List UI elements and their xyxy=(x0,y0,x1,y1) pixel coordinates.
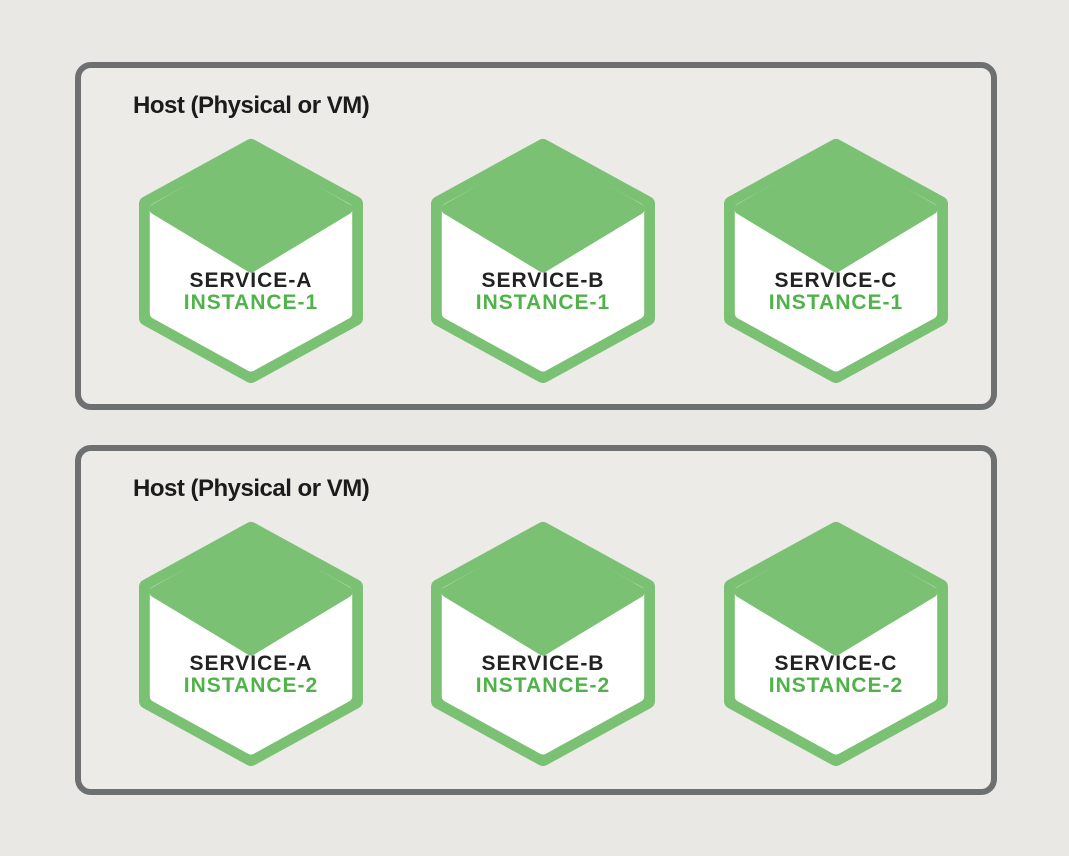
service-name-label: SERVICE-A xyxy=(189,652,313,675)
service-node-b2: SERVICE-B INSTANCE-2 xyxy=(428,519,658,769)
cube-top-face xyxy=(149,149,353,273)
service-name-label: SERVICE-C xyxy=(774,269,898,292)
service-node-c2: SERVICE-C INSTANCE-2 xyxy=(721,519,951,769)
node-label: SERVICE-B INSTANCE-2 xyxy=(428,653,658,697)
service-node-a1: SERVICE-A INSTANCE-1 xyxy=(136,136,366,386)
instance-name-label: INSTANCE-2 xyxy=(183,674,319,697)
service-name-label: SERVICE-A xyxy=(189,269,313,292)
service-node-b1: SERVICE-B INSTANCE-1 xyxy=(428,136,658,386)
hexagon-cube-icon xyxy=(139,139,363,383)
node-label: SERVICE-B INSTANCE-1 xyxy=(428,270,658,314)
instance-name-label: INSTANCE-1 xyxy=(475,291,611,314)
hexagon-cube-icon xyxy=(724,522,948,766)
host-box-2: Host (Physical or VM) SERVICE-A INSTANCE… xyxy=(75,445,997,795)
service-name-label: SERVICE-C xyxy=(774,652,898,675)
instance-name-label: INSTANCE-2 xyxy=(768,674,904,697)
cube-top-face xyxy=(734,149,938,273)
hexagon-cube-icon xyxy=(724,139,948,383)
host-title: Host (Physical or VM) xyxy=(133,92,370,119)
hexagon-cube-icon xyxy=(431,522,655,766)
node-label: SERVICE-A INSTANCE-2 xyxy=(136,653,366,697)
service-node-c1: SERVICE-C INSTANCE-1 xyxy=(721,136,951,386)
service-name-label: SERVICE-B xyxy=(481,652,605,675)
service-node-a2: SERVICE-A INSTANCE-2 xyxy=(136,519,366,769)
instance-name-label: INSTANCE-1 xyxy=(768,291,904,314)
instance-name-label: INSTANCE-1 xyxy=(183,291,319,314)
cube-top-face xyxy=(149,532,353,656)
node-label: SERVICE-C INSTANCE-1 xyxy=(721,270,951,314)
node-label: SERVICE-C INSTANCE-2 xyxy=(721,653,951,697)
node-label: SERVICE-A INSTANCE-1 xyxy=(136,270,366,314)
cube-top-face xyxy=(734,532,938,656)
cube-top-face xyxy=(441,149,645,273)
service-name-label: SERVICE-B xyxy=(481,269,605,292)
hexagon-cube-icon xyxy=(139,522,363,766)
host-box-1: Host (Physical or VM) SERVICE-A INSTANCE… xyxy=(75,62,997,410)
instance-name-label: INSTANCE-2 xyxy=(475,674,611,697)
host-title: Host (Physical or VM) xyxy=(133,475,370,502)
hexagon-cube-icon xyxy=(431,139,655,383)
cube-top-face xyxy=(441,532,645,656)
